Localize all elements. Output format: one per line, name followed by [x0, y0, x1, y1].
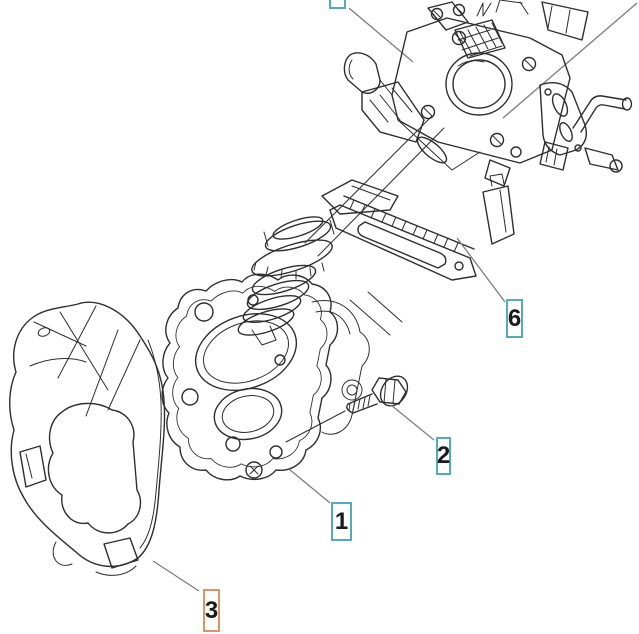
callout-number: 2	[436, 442, 451, 469]
axis-lines	[348, 2, 638, 119]
manifold-flange-drawing	[161, 273, 403, 481]
callout-box-top-partial[interactable]	[329, 0, 346, 9]
bolt-drawing	[285, 375, 409, 443]
callout-box-1[interactable]: 1	[331, 502, 352, 541]
intake-bracket-drawing	[321, 173, 515, 281]
callout-box-2[interactable]: 2	[436, 437, 451, 475]
callout-box-6[interactable]: 6	[506, 299, 523, 338]
callout-leader-lines	[152, 237, 506, 592]
callout-number: 1	[334, 507, 349, 535]
callout-number: 3	[204, 596, 219, 624]
carburetor-drawing	[343, 0, 633, 187]
callout-box-3-highlighted[interactable]: 3	[203, 589, 220, 632]
intake-boot-spring-drawing	[237, 216, 335, 346]
callout-number: 6	[507, 304, 522, 332]
cover-drawing	[9, 301, 166, 576]
